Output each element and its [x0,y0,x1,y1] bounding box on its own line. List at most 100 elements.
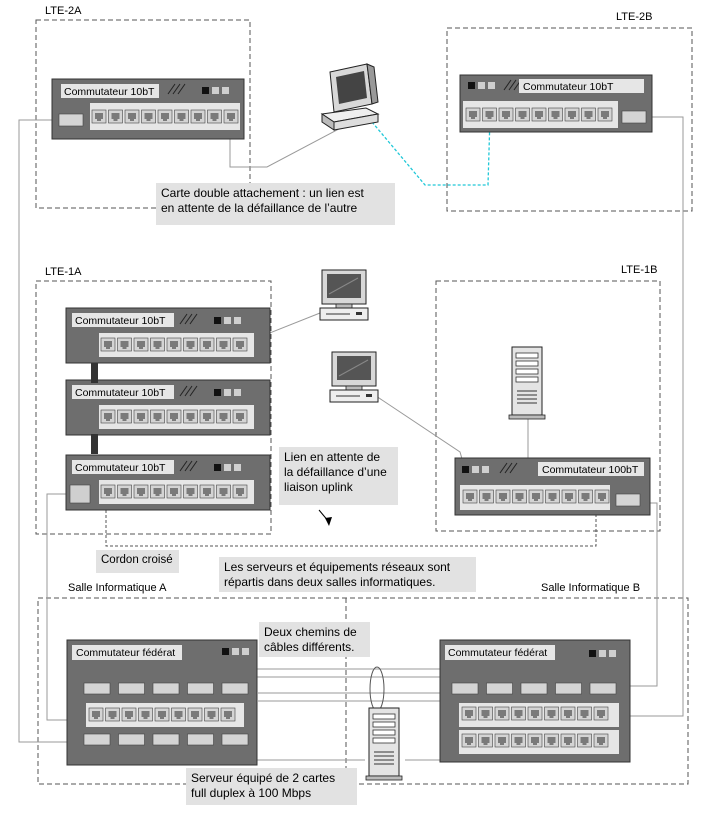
switch-lte1b-label: Commutateur 100bT [542,464,639,476]
switch-port [150,409,165,424]
cable-bundle-marker [369,666,385,712]
switch-lte1b[interactable]: Commutateur 100bT [454,457,651,516]
switch-port [133,484,149,499]
status-leds [214,317,241,324]
stack-bar-1 [91,363,98,383]
note-server-cards: Serveur équipé de 2 cartes full duplex à… [186,768,357,805]
cable-server-fedA [249,718,365,761]
switch-port [199,409,215,424]
vent-slashes [179,385,198,397]
card-slot [221,682,249,695]
switch-federal-a-label: Commutateur fédérat [76,647,175,659]
switch-port [183,484,198,499]
zone-label-lte1b: LTE-1B [621,264,658,276]
workstation-lte1a [319,269,369,321]
switch-port [478,706,493,721]
switch-port [479,489,494,504]
switch-port [511,733,526,748]
vent-slashes [499,462,518,474]
cable-2b-uplink [630,116,684,717]
card-slot [118,733,145,746]
switch-port [597,107,613,122]
note-crossed-cable: Cordon croisé [96,550,179,573]
standby-links [105,116,597,547]
switch-port [528,489,544,504]
zone-label-salle-b: Salle Informatique B [541,582,641,594]
workstation-lte1b [329,351,379,403]
switch-port [511,706,526,721]
uplink-slot [615,493,641,507]
switch-port [166,337,182,352]
switch-port [494,733,510,748]
note-paths-line1: Deux chemins de [264,625,357,639]
switch-federal-b[interactable]: Commutateur fédérat [439,639,631,763]
switch-port [190,109,206,124]
zone-lte2a-box [35,19,251,209]
switch-port [199,484,215,499]
switch-port [183,337,198,352]
note-standby-line2: la défaillance d’une [284,465,387,479]
note-crossed-line1: Cordon croisé [101,554,173,566]
card-slot [221,733,249,746]
zone-label-salle-a: Salle Informatique A [68,582,167,594]
switch-port [117,484,132,499]
switch-port [545,489,560,504]
server-lte1b [508,346,546,420]
switch-port [216,337,231,352]
note-standby-link: Lien en attente de la défaillance d’une … [279,447,398,505]
switch-port [166,484,182,499]
card-slot [152,682,180,695]
switch-port [577,733,592,748]
zone-label-lte2a: LTE-2A [45,5,82,17]
switch-port [561,489,577,504]
note-dual-attachment: Carte double attachement : un lien est e… [156,183,395,225]
status-leds [589,650,616,657]
switch-lte2b-label: Commutateur 10bT [523,81,614,93]
note-two-rooms: Les serveurs et équipements réseaux sont… [219,557,476,592]
switch-port [150,484,165,499]
switch-port [232,484,248,499]
card-slot [83,733,111,746]
switch-federal-a[interactable]: Commutateur fédérat [66,639,258,766]
switch-port [564,107,580,122]
zone-lte1a-box [35,280,272,535]
switch-lte2b[interactable]: Commutateur 10bT [459,74,653,133]
card-slot [555,682,582,695]
card-slot [486,682,513,695]
switch-lte1a-1[interactable]: Commutateur 10bT [65,307,271,364]
switch-port [117,409,132,424]
switch-port [124,109,140,124]
switch-port [560,733,576,748]
switch-port [216,409,231,424]
card-slot [451,682,479,695]
cable-100bt-uplink [630,502,658,687]
switch-port [223,109,239,124]
uplink-slot [621,110,647,124]
card-slot [187,682,214,695]
cable-server-fedB [405,740,442,761]
switch-port [133,409,149,424]
status-leds [202,87,229,94]
switch-port [494,706,510,721]
switch-port [462,489,478,504]
switch-port [100,337,116,352]
switch-port [498,107,514,122]
switch-port [100,484,116,499]
switch-port [91,109,107,124]
status-leds [462,466,489,473]
card-slot [589,682,617,695]
switch-port [465,107,481,122]
uplink-slot [69,484,91,504]
switch-lte2a[interactable]: Commutateur 10bT [51,78,245,140]
switch-port [171,707,186,722]
switch-lte1a-3[interactable]: Commutateur 10bT [65,454,271,511]
switch-port [478,733,493,748]
switch-port [512,489,527,504]
card-slot [118,682,145,695]
note-rooms-line2: répartis dans deux salles informatiques. [224,575,436,589]
switch-port [100,409,116,424]
note-two-paths: Deux chemins de câbles différents. [259,622,370,657]
switch-lte1a-2[interactable]: Commutateur 10bT [65,379,271,436]
switch-port [461,706,477,721]
